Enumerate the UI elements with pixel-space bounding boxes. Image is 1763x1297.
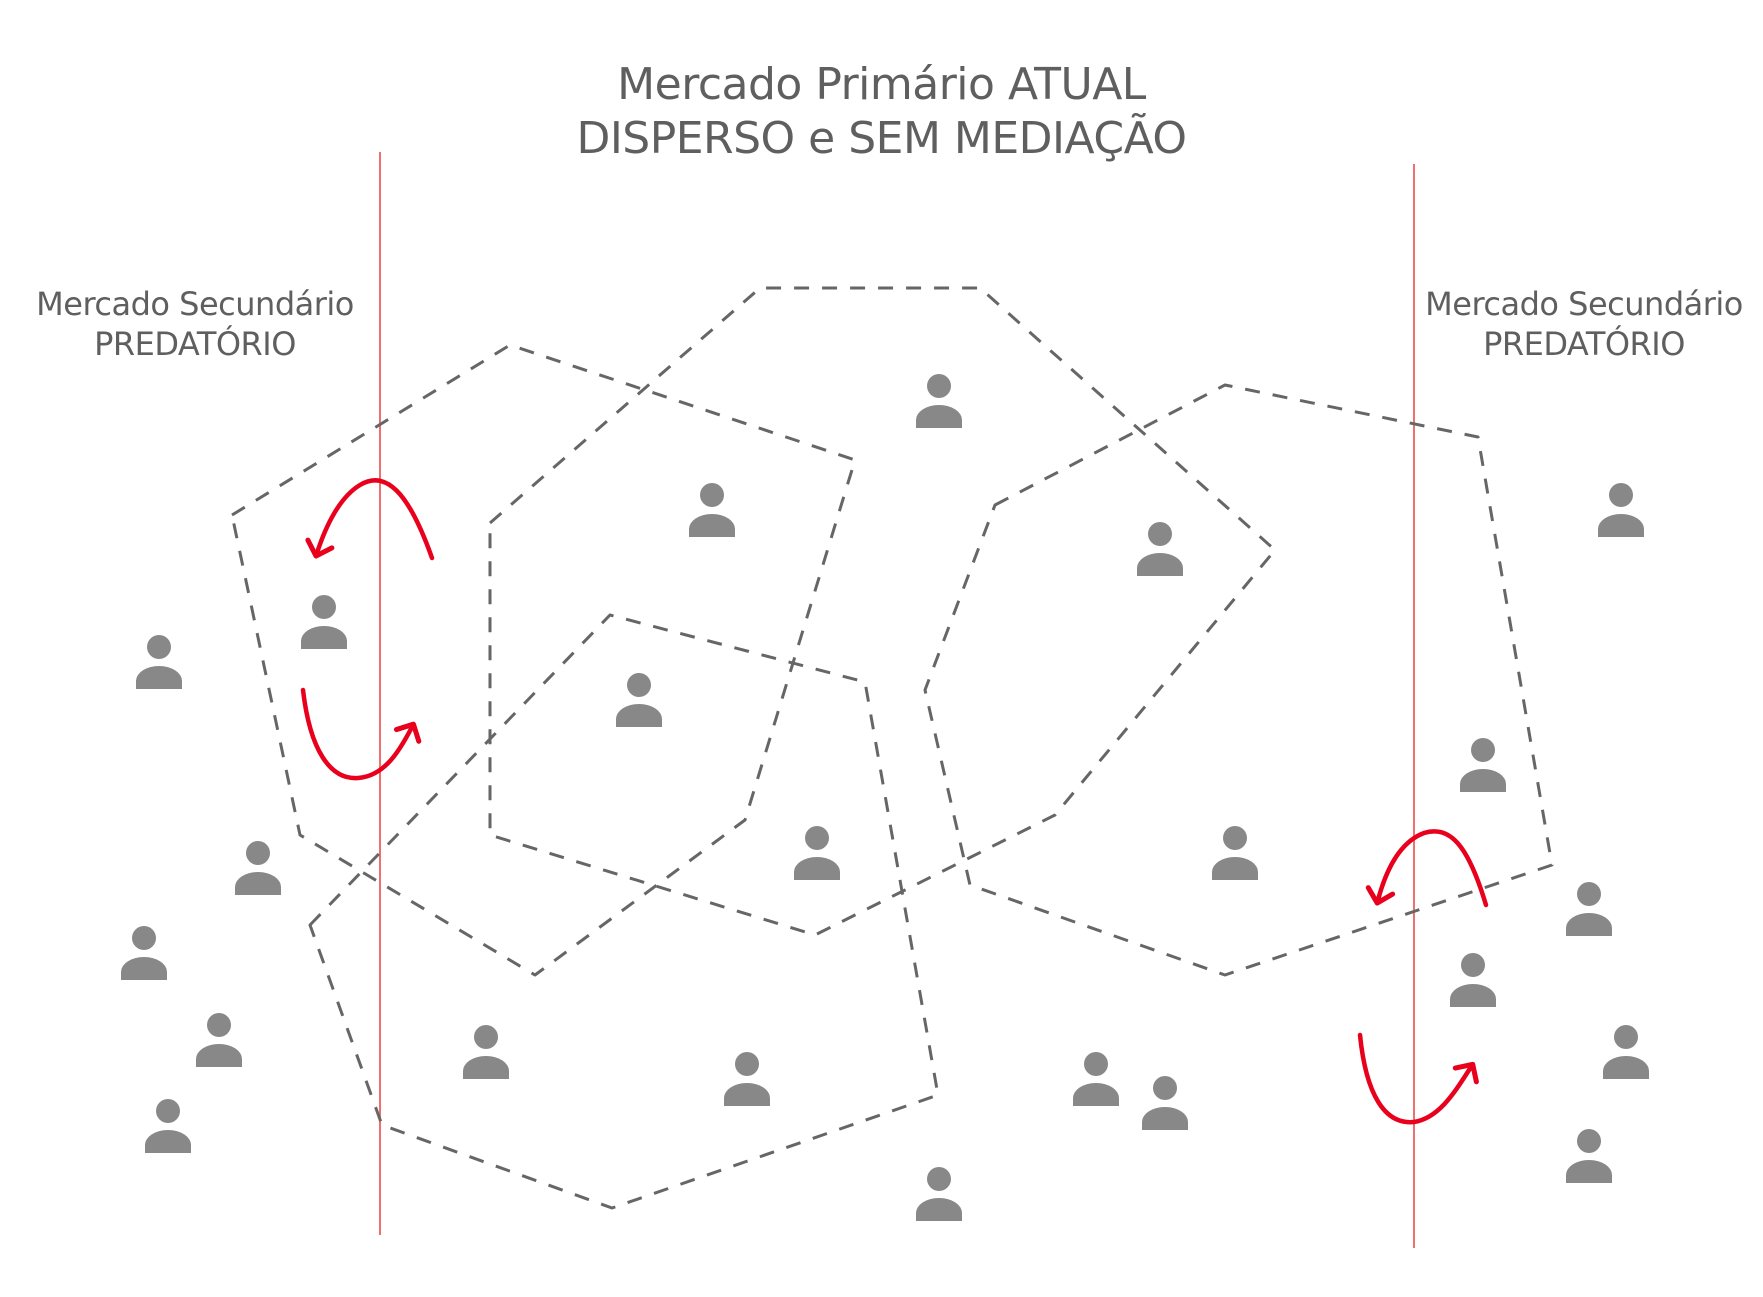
curved-arrow-icon [305, 478, 435, 561]
person-icon [916, 374, 962, 428]
market-boundary-lower-center [308, 613, 940, 1210]
person-icon [235, 841, 281, 895]
person-icon [1212, 826, 1258, 880]
person-icon [689, 483, 735, 537]
market-boundary-top-center [488, 286, 1277, 937]
left-secondary-market-label: Mercado Secundário PREDATÓRIO [5, 284, 385, 364]
person-icon [1137, 522, 1183, 576]
right-secondary-market-label: Mercado Secundário PREDATÓRIO [1394, 284, 1763, 364]
right-label-line-1: Mercado Secundário [1425, 285, 1743, 323]
left-label-line-2: PREDATÓRIO [94, 325, 296, 363]
diagram-title-line-2: DISPERSO e SEM MEDIAÇÃO [576, 113, 1187, 164]
diagram-title-line-1: Mercado Primário ATUAL [617, 59, 1146, 110]
person-icon [1566, 1129, 1612, 1183]
person-icon [724, 1052, 770, 1106]
person-icon [794, 826, 840, 880]
right-label-line-2: PREDATÓRIO [1483, 325, 1685, 363]
market-boundary-upper-left [230, 343, 857, 977]
market-boundary-right [923, 383, 1554, 977]
person-icon [136, 635, 182, 689]
person-icon [196, 1013, 242, 1067]
person-icon [1460, 738, 1506, 792]
person-icon [145, 1099, 191, 1153]
curved-arrow-icon [1365, 829, 1489, 908]
person-icon [1566, 882, 1612, 936]
person-icon [616, 673, 662, 727]
curved-arrow-icon [1357, 1032, 1479, 1125]
person-icon [1603, 1025, 1649, 1079]
person-icon [121, 926, 167, 980]
person-icon [1598, 483, 1644, 537]
curved-arrow-icon [300, 687, 422, 781]
left-label-line-1: Mercado Secundário [36, 285, 354, 323]
person-icon [301, 595, 347, 649]
person-icon [916, 1167, 962, 1221]
person-icon [1450, 953, 1496, 1007]
person-icon [1073, 1052, 1119, 1106]
person-icon [1142, 1076, 1188, 1130]
person-icon [463, 1025, 509, 1079]
